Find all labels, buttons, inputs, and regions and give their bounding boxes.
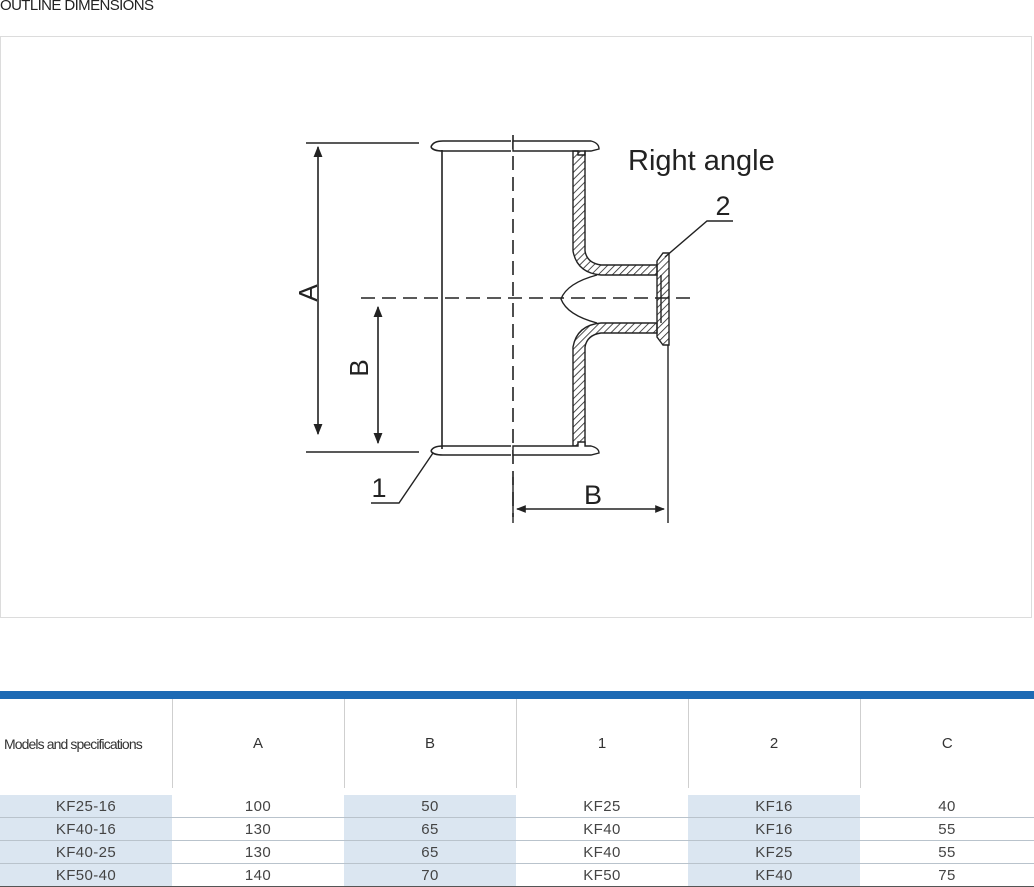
cell-1: KF50	[516, 863, 688, 887]
cell-model: KF40-25	[0, 840, 172, 864]
label-2: 2	[715, 191, 730, 221]
cell-a: 130	[172, 817, 344, 841]
table-row: KF50-40 140 70 KF50 KF40 75	[0, 863, 1034, 887]
table-row: KF40-16 130 65 KF40 KF16 55	[0, 817, 1034, 841]
label-b-left: B	[344, 359, 374, 376]
cell-2: KF25	[688, 840, 860, 864]
leader-1	[371, 452, 434, 504]
top-flange-left	[430, 140, 511, 148]
cell-c: 40	[860, 791, 1034, 818]
leader-2	[664, 220, 733, 258]
hatched-wall-lower	[572, 322, 658, 447]
spec-table: Models and specifications A B 1 2 C KF25…	[0, 699, 1034, 887]
cell-b: 65	[344, 840, 516, 864]
table-row: KF40-25 130 65 KF40 KF25 55	[0, 840, 1034, 864]
cell-1: KF40	[516, 817, 688, 841]
cell-a: 100	[172, 791, 344, 818]
section-title: OUTLINE DIMENSIONS	[0, 0, 154, 14]
cell-a: 140	[172, 863, 344, 887]
header-1: 1	[516, 699, 689, 795]
label-1: 1	[371, 473, 386, 503]
header-2: 2	[688, 699, 861, 795]
cell-1: KF25	[516, 791, 688, 818]
cell-c: 55	[860, 840, 1034, 864]
cell-b: 50	[344, 791, 516, 818]
label-b-bottom: B	[584, 480, 602, 510]
table-top-bar	[0, 691, 1034, 699]
outline-drawing: Right angle A B B 1 2	[293, 135, 775, 523]
cell-1: KF40	[516, 840, 688, 864]
cell-2: KF16	[688, 817, 860, 841]
table-header-row: Models and specifications A B 1 2 C	[0, 699, 1034, 795]
branch-flange	[656, 252, 670, 346]
figure-frame: Right angle A B B 1 2	[0, 36, 1032, 618]
label-a: A	[293, 284, 323, 302]
cell-model: KF25-16	[0, 791, 172, 818]
cell-a: 130	[172, 840, 344, 864]
cell-model: KF50-40	[0, 863, 172, 887]
cell-c: 55	[860, 817, 1034, 841]
tee-inner-curve	[560, 274, 598, 324]
cell-2: KF16	[688, 791, 860, 818]
cell-b: 70	[344, 863, 516, 887]
cell-b: 65	[344, 817, 516, 841]
cell-2: KF40	[688, 863, 860, 887]
header-c: C	[860, 699, 1034, 795]
cell-model: KF40-16	[0, 817, 172, 841]
table-row: KF25-16 100 50 KF25 KF16 40	[0, 791, 1034, 818]
header-a: A	[172, 699, 345, 795]
cell-c: 75	[860, 863, 1034, 887]
bottom-flange-left	[430, 445, 511, 452]
header-models: Models and specifications	[0, 699, 173, 795]
drawing-caption: Right angle	[628, 145, 775, 177]
header-b: B	[344, 699, 517, 795]
